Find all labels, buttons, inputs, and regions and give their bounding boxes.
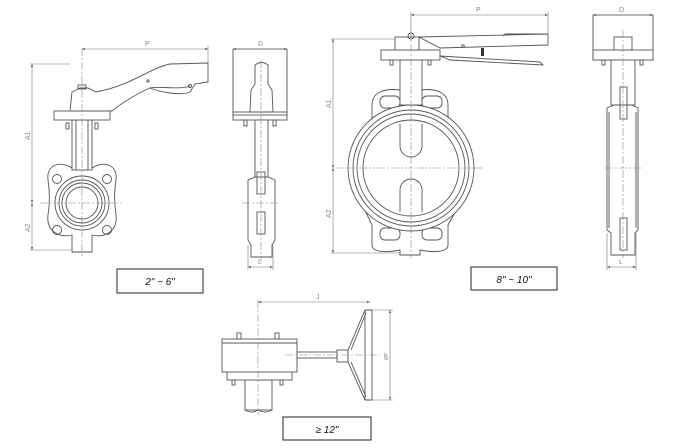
svg-text:2" ~ 6": 2" ~ 6": [144, 277, 175, 288]
large-valve-gearbox-view: J ØP: [221, 294, 393, 415]
dim-label-a1-medium: A1: [326, 99, 333, 108]
dim-label-j: J: [316, 294, 320, 301]
dim-label-p-medium: P: [476, 7, 481, 14]
dim-label-l: L: [258, 259, 262, 266]
dim-label-wheel-diameter: ØP: [384, 352, 390, 360]
dim-label-l-medium: L: [619, 259, 623, 266]
medium-valve-side-view: D L: [592, 7, 654, 270]
small-valve-side-view: D L: [232, 41, 288, 270]
size-label-small: 2" ~ 6": [116, 268, 204, 294]
dim-label-a1: A1: [25, 131, 32, 140]
dim-label-d-medium: D: [619, 7, 624, 14]
size-label-medium: 8" ~ 10": [470, 266, 558, 291]
medium-valve-front-view: P A1 A2: [326, 7, 549, 258]
size-label-large: ≥ 12": [282, 416, 372, 441]
dim-label-d: D: [258, 41, 263, 48]
small-valve-front-view: P A1 A2: [25, 41, 209, 258]
svg-text:≥ 12": ≥ 12": [316, 425, 339, 436]
dim-label-p: P: [145, 41, 150, 48]
svg-text:8" ~ 10": 8" ~ 10": [496, 275, 532, 286]
dim-label-a2-medium: A2: [326, 209, 333, 218]
dim-label-a2: A2: [25, 223, 32, 232]
